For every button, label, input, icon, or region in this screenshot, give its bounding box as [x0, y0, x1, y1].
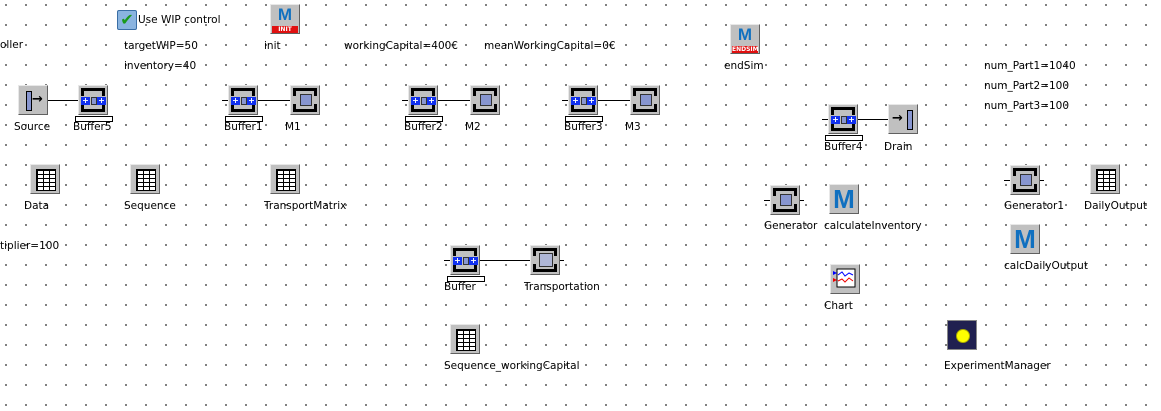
num-part1-variable[interactable]: num_Part1=1040	[984, 60, 1076, 72]
buffer5-icon[interactable]: ++	[75, 85, 113, 122]
daily-output-table-icon[interactable]	[1090, 164, 1120, 194]
buffer2-icon[interactable]: ++	[405, 85, 443, 122]
chart-icon[interactable]	[830, 264, 860, 294]
num-part3-variable[interactable]: num_Part3=100	[984, 100, 1070, 112]
m1-label: M1	[285, 121, 301, 133]
init-method-icon[interactable]: M INIT	[270, 4, 300, 34]
buffer2-label: Buffer2	[404, 121, 443, 133]
connector	[222, 100, 320, 101]
sequence-working-capital-label: Sequence_workingCapital	[444, 360, 580, 372]
connector	[562, 100, 660, 101]
drain-label: Drain	[884, 141, 913, 153]
buffer4-label: Buffer4	[824, 141, 863, 153]
buffer-icon[interactable]: ++	[447, 245, 485, 282]
method-glyph: M	[737, 25, 753, 44]
working-capital-variable[interactable]: workingCapital=400€	[344, 40, 458, 52]
init-tag: INIT	[272, 26, 298, 33]
source-icon[interactable]: →	[18, 85, 48, 115]
connector	[402, 100, 500, 101]
use-wip-checkbox[interactable]: ✔	[117, 10, 137, 30]
m1-icon[interactable]	[290, 85, 320, 115]
generator1-icon[interactable]	[1010, 165, 1040, 195]
generator-icon[interactable]	[770, 185, 800, 215]
method-glyph: M	[277, 5, 293, 24]
buffer-label: Buffer	[444, 281, 476, 293]
buffer1-label: Buffer1	[224, 121, 263, 133]
m2-icon[interactable]	[470, 85, 500, 115]
transportation-icon[interactable]	[530, 245, 560, 275]
use-wip-label[interactable]: Use WIP control	[138, 14, 221, 26]
generator1-label: Generator1	[1004, 200, 1065, 212]
endsim-label: endSim	[724, 60, 764, 72]
daily-output-label: DailyOutput	[1084, 200, 1148, 212]
sequence-working-capital-table-icon[interactable]	[450, 324, 480, 354]
calculate-inventory-label: calculateInventory	[824, 220, 922, 232]
target-wip-variable[interactable]: targetWIP=50	[124, 40, 198, 52]
multiplier-variable[interactable]: tiplier=100	[0, 240, 60, 252]
data-table-icon[interactable]	[30, 164, 60, 194]
m2-label: M2	[465, 121, 481, 133]
method-glyph: M	[1014, 224, 1036, 254]
m3-label: M3	[625, 121, 641, 133]
endsim-tag: ENDSIM	[732, 46, 759, 53]
m3-icon[interactable]	[630, 85, 660, 115]
calc-daily-output-method-icon[interactable]: M	[1010, 224, 1040, 254]
init-label: init	[264, 40, 281, 52]
buffer1-icon[interactable]: ++	[225, 85, 263, 122]
num-part2-variable[interactable]: num_Part2=100	[984, 80, 1070, 92]
source-label: Source	[14, 121, 51, 133]
connector	[444, 260, 564, 261]
calculate-inventory-method-icon[interactable]: M	[829, 184, 859, 214]
buffer3-icon[interactable]: ++	[565, 85, 603, 122]
experiment-manager-icon[interactable]	[947, 320, 977, 350]
inventory-variable[interactable]: inventory=40	[124, 60, 197, 72]
buffer4-icon[interactable]: ++	[825, 104, 863, 141]
transport-matrix-table-icon[interactable]	[270, 164, 300, 194]
buffer5-label: Buffer5	[73, 121, 112, 133]
transportation-label: Transportation	[524, 281, 600, 293]
arrow-icon: →	[892, 111, 903, 126]
clock-icon	[956, 329, 970, 343]
chart-label: Chart	[824, 300, 853, 312]
calc-daily-output-label: calcDailyOutput	[1004, 260, 1088, 272]
buffer3-label: Buffer3	[564, 121, 603, 133]
arrow-icon: →	[32, 92, 43, 107]
experiment-manager-label: ExperimentManager	[944, 360, 1051, 372]
endsim-method-icon[interactable]: M ENDSIM	[730, 24, 760, 54]
drain-icon[interactable]: →	[888, 104, 918, 134]
sequence-label: Sequence	[124, 200, 176, 212]
transport-matrix-label: TransportMatrix	[264, 200, 347, 212]
mean-working-capital-variable[interactable]: meanWorkingCapital=0€	[484, 40, 616, 52]
connector	[48, 100, 78, 101]
controller-label[interactable]: oller	[0, 39, 24, 51]
generator-label: Generator	[764, 220, 818, 232]
method-glyph: M	[833, 184, 855, 214]
data-label: Data	[24, 200, 50, 212]
sequence-table-icon[interactable]	[130, 164, 160, 194]
